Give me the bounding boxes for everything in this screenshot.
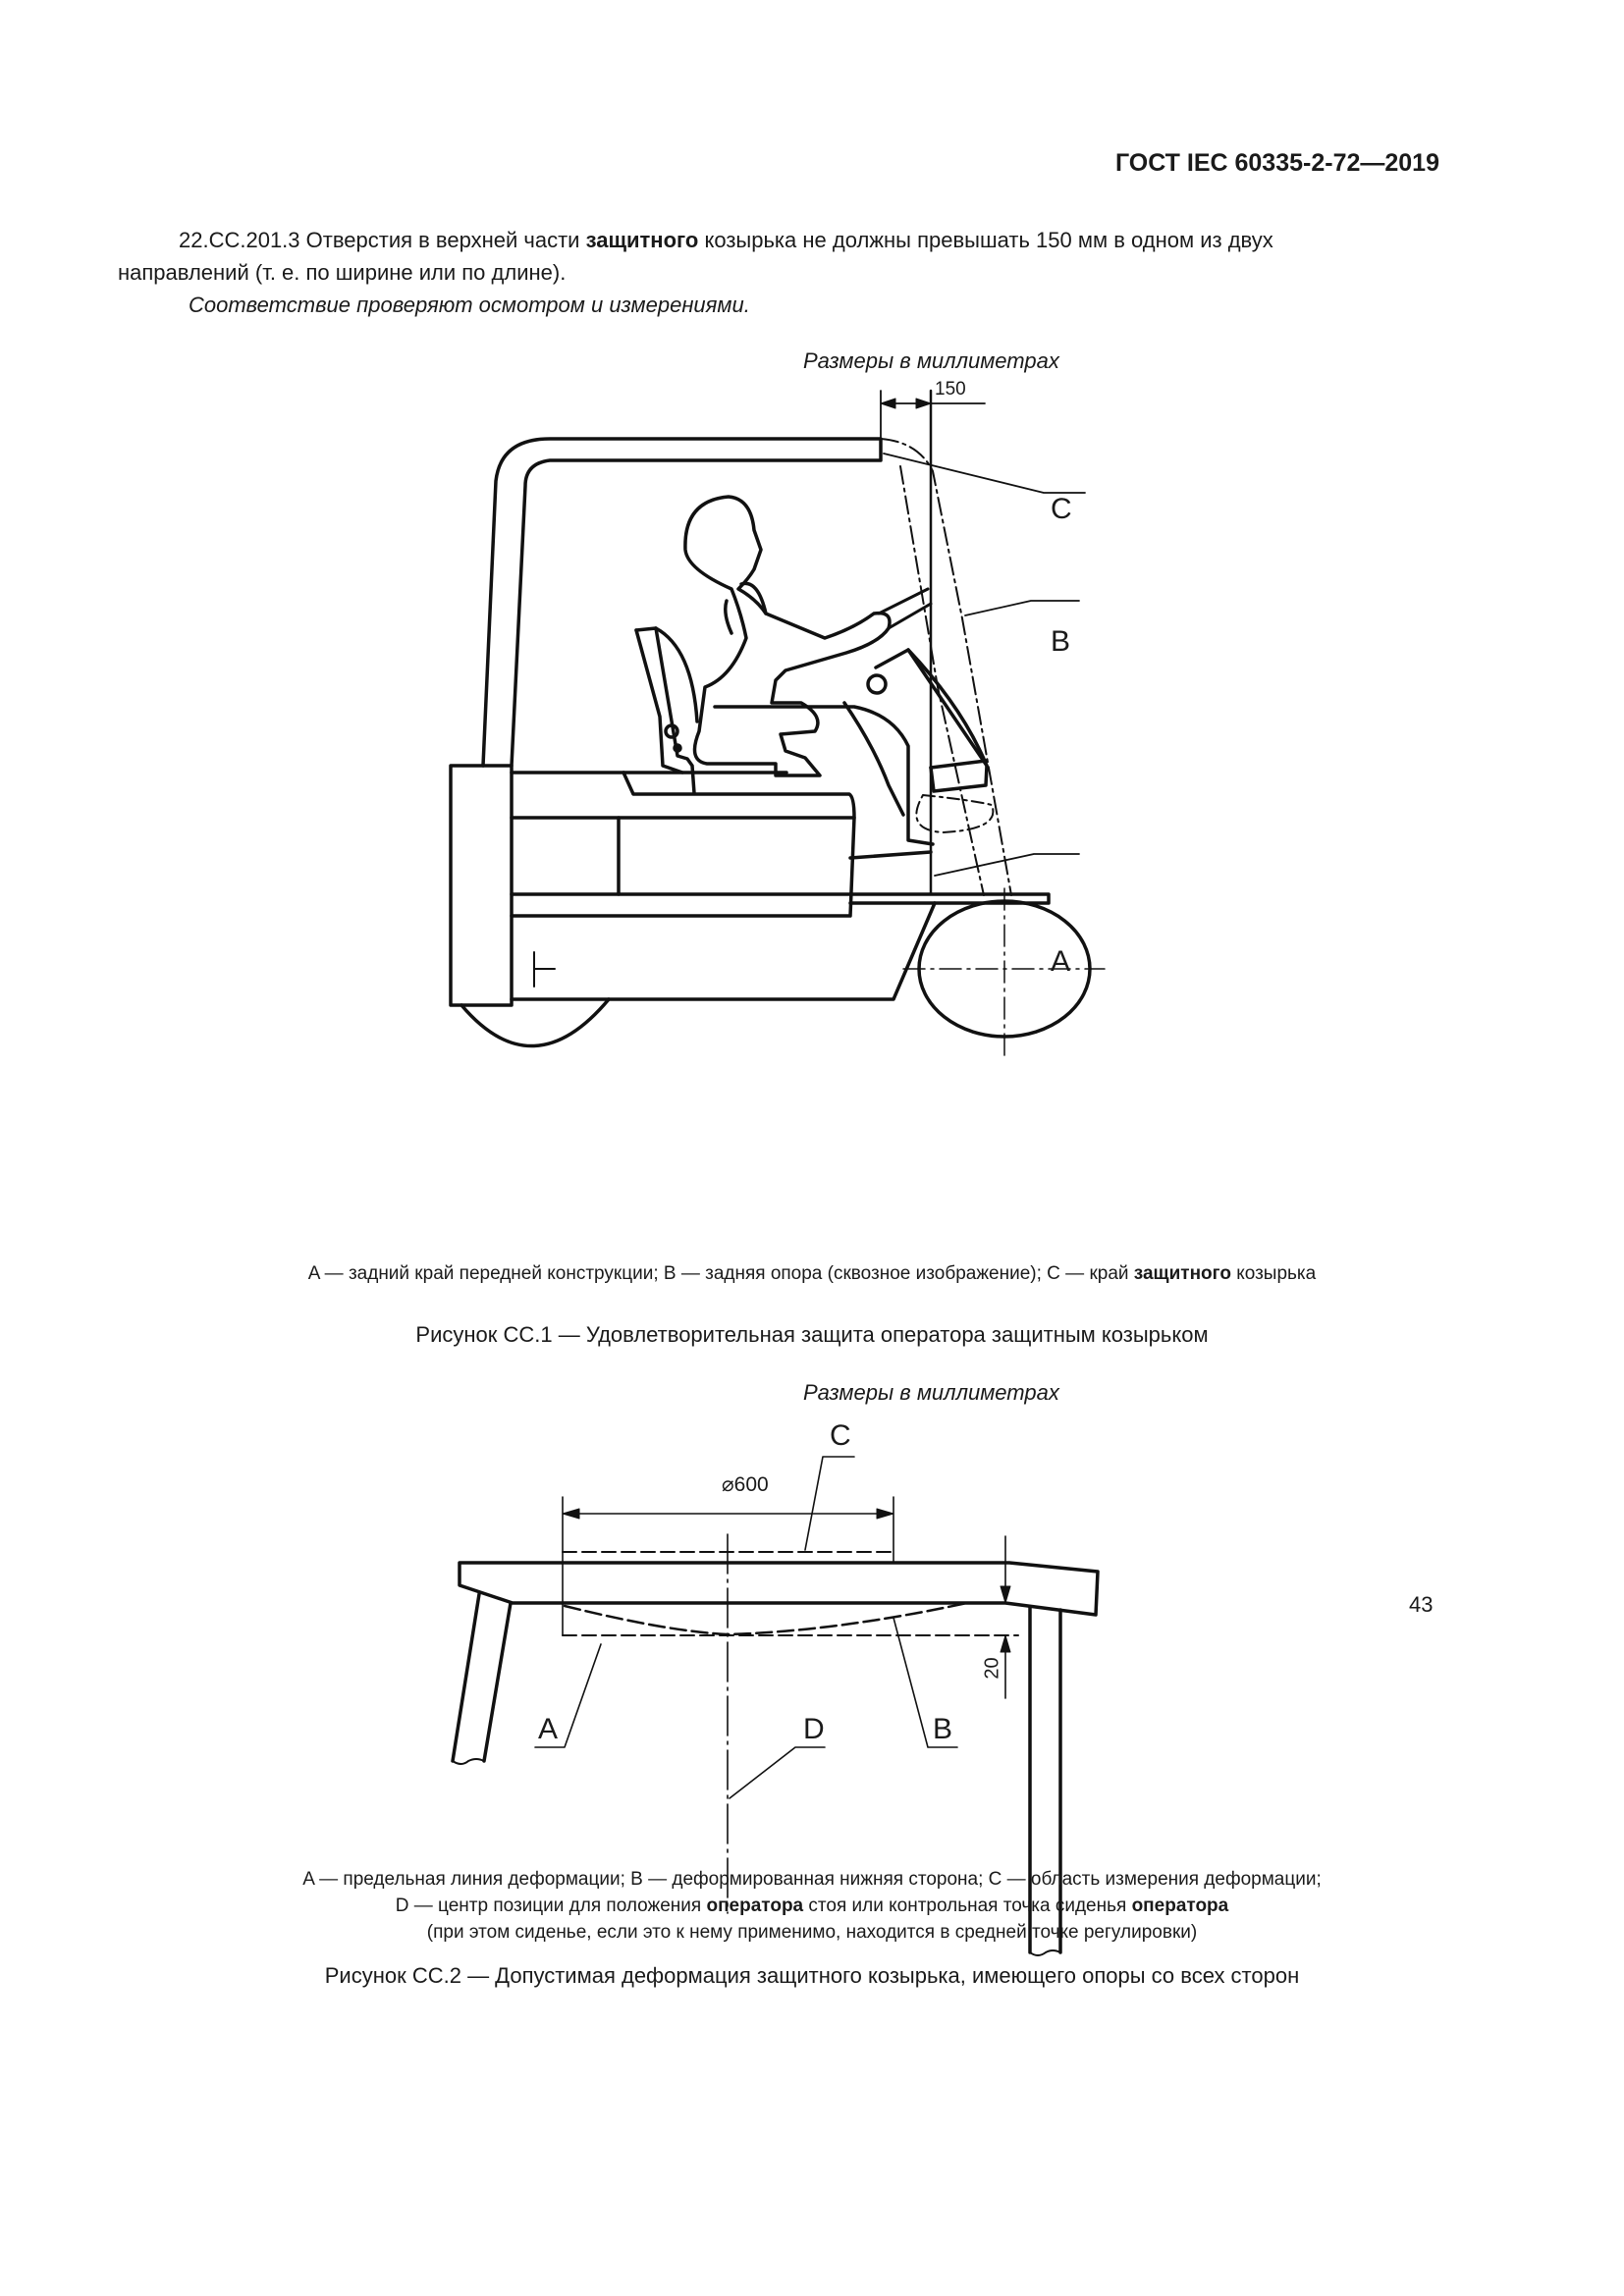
legend-line: A — предельная линия деформации; B — деф… [302, 1869, 1322, 1890]
text: 22.CC.201.3 Отверстия в верхней части [179, 228, 586, 252]
fig2-deflection-20: 20 [981, 1657, 1003, 1680]
fig1-label-c: C [1051, 493, 1072, 525]
fig2-label-c: C [830, 1419, 851, 1452]
fig1-label-a: A [1051, 945, 1071, 978]
fig2-label-d: D [803, 1713, 825, 1745]
figure1-forklift-drawing [449, 389, 1106, 1061]
fig2-label-b: B [933, 1713, 953, 1745]
figure2-canopy-deformation-drawing [451, 1456, 1100, 1956]
legend-line: D — центр позиции для положения оператор… [0, 1893, 1624, 1919]
fig2-legend: A — предельная линия деформации; B — деф… [0, 1866, 1624, 1946]
fig1-units-note: Размеры в миллиметрах [803, 348, 1059, 373]
fig1-label-b: B [1051, 625, 1071, 658]
page-number: 43 [1409, 1592, 1434, 1617]
text: D — центр позиции для положения [395, 1896, 707, 1916]
fig2-label-a: A [538, 1713, 559, 1745]
fig2-caption: Рисунок CC.2 — Допустимая деформация защ… [324, 1963, 1300, 1988]
legend-line: (при этом сиденье, если это к нему приме… [426, 1922, 1198, 1943]
compliance-note: Соответствие проверяют осмотром и измере… [189, 293, 750, 317]
fig1-caption: Рисунок CC.1 — Удовлетворительная защита… [415, 1322, 1209, 1347]
bold-term: защитного [585, 228, 699, 252]
clause-paragraph: 22.CC.201.3 Отверстия в верхней части за… [118, 224, 1443, 321]
fig2-diameter-600: ⌀600 [722, 1473, 769, 1496]
text: козырька не должны превышать 150 мм в од… [698, 228, 1273, 252]
fig1-dimension-150: 150 [935, 379, 966, 400]
text: A — задний край передней конструкции; B … [307, 1263, 1134, 1284]
bold-term: оператора [706, 1896, 804, 1916]
fig2-units-note: Размеры в миллиметрах [803, 1380, 1059, 1405]
document-header: ГОСТ IEC 60335-2-72—2019 [1114, 149, 1439, 177]
bold-term: защитного [1133, 1263, 1231, 1284]
text: направлений (т. е. по ширине или по длин… [118, 260, 567, 285]
fig1-legend: A — задний край передней конструкции; B … [0, 1260, 1624, 1287]
text: стоя или контрольная точка сиденья [803, 1896, 1132, 1916]
text: козырька [1230, 1263, 1317, 1284]
bold-term: оператора [1131, 1896, 1229, 1916]
